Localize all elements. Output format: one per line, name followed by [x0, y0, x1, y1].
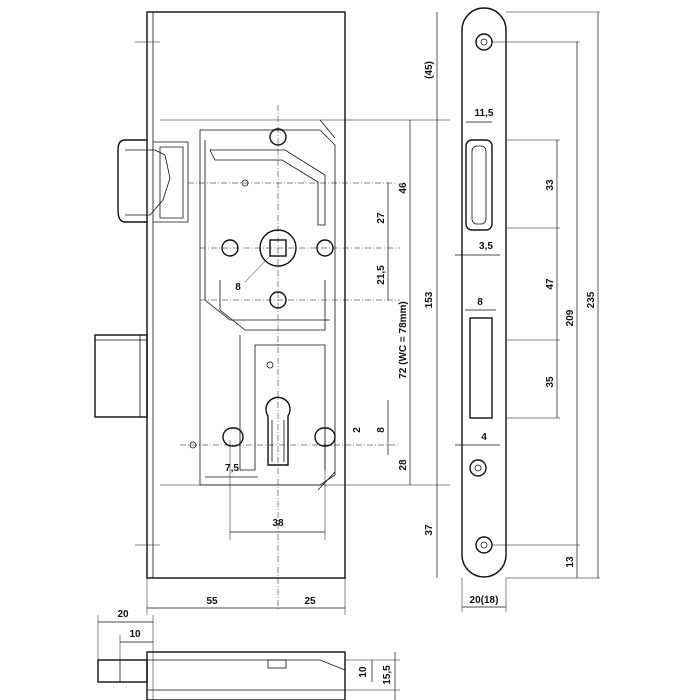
- pin-2: [266, 361, 274, 369]
- lock-case-front-view: [94, 11, 450, 610]
- dim-38: 38: [272, 518, 284, 529]
- case-bottom-inner: [147, 659, 346, 691]
- dim-55: 55: [206, 596, 218, 607]
- dim-10-side: 10: [358, 666, 369, 678]
- dim-153: 153: [424, 291, 435, 308]
- keyhole-inner: [271, 420, 285, 462]
- case-outline: [146, 11, 346, 579]
- dim-47: 47: [545, 278, 556, 290]
- latch-slot-inner: [471, 145, 487, 225]
- dim-209: 209: [565, 309, 576, 326]
- dim-33: 33: [545, 179, 556, 191]
- bottom-dimensions: 55 25 38 7,5: [146, 440, 346, 615]
- dim-3-5: 3,5: [479, 241, 493, 252]
- dim-72: 72 (WC = 78mm): [398, 301, 409, 379]
- bolt-arm: [239, 335, 326, 471]
- case-bottom-outline: [146, 651, 346, 700]
- dim-4: 4: [481, 432, 487, 443]
- faceplate-cylinder: [469, 459, 487, 477]
- latch-lever: [209, 149, 326, 226]
- bottom-clip: [317, 471, 336, 491]
- dim-13: 13: [565, 556, 576, 568]
- dim-27: 27: [376, 212, 387, 224]
- faceplate-screw-top-inner: [480, 38, 488, 46]
- dim-8-small: 8: [376, 427, 387, 433]
- dim-base: 20(18): [470, 595, 499, 606]
- dim-2: 2: [352, 427, 363, 433]
- latch-bolt: [117, 139, 147, 223]
- dim-46: 46: [398, 182, 409, 194]
- keyhole-left-slot: [222, 427, 244, 447]
- bolt-slot: [469, 317, 493, 419]
- dim-235: 235: [586, 291, 597, 308]
- dim-21-5: 21,5: [376, 265, 387, 285]
- faceplate-screw-top: [475, 33, 493, 51]
- latch-housing-inner: [159, 146, 184, 219]
- faceplate-screw-bottom: [475, 536, 493, 554]
- dim-10-bottom: 10: [129, 629, 141, 640]
- bottom-spindle: [267, 659, 287, 669]
- latch-housing: [153, 141, 189, 223]
- dead-bolt: [94, 334, 148, 418]
- faceplate-view: 11,5 3,5 8 4 33 47 35 209 235 13 20(18): [455, 7, 600, 612]
- dim-11-5: 11,5: [475, 108, 494, 119]
- bolt-bottom: [97, 659, 148, 683]
- right-dimensions: (45) 46 27 21,5 153 72 (WC = 78mm) 2 8 2…: [235, 12, 438, 578]
- latch-slot: [465, 139, 493, 231]
- faceplate-cylinder-inner: [474, 464, 482, 472]
- dim-8-fp: 8: [477, 297, 483, 308]
- dim-28: 28: [398, 459, 409, 471]
- top-clip: [319, 119, 336, 139]
- dim-20: 20: [117, 609, 129, 620]
- spindle-leader: [244, 255, 271, 283]
- dim-25: 25: [304, 596, 316, 607]
- dim-45: (45): [424, 61, 435, 79]
- dim-7-5: 7,5: [225, 463, 239, 474]
- faceplate-outline: [461, 7, 507, 578]
- dim-35: 35: [545, 376, 556, 388]
- latch-bolt-bevel: [125, 149, 171, 216]
- lock-bottom-view: 20 10 10 15,5: [97, 609, 400, 700]
- dim-15-5: 15,5: [382, 665, 393, 685]
- cam-lever: [204, 140, 330, 321]
- dim-37: 37: [424, 524, 435, 536]
- keyhole: [265, 396, 291, 466]
- dim-spindle-8: 8: [235, 282, 241, 293]
- faceplate-screw-bottom-inner: [480, 541, 488, 549]
